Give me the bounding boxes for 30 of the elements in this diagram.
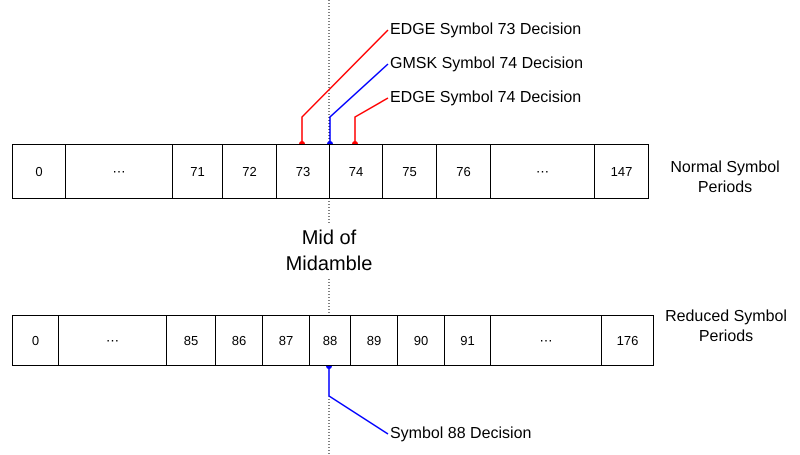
symbol-cell: 89 [350, 315, 398, 366]
callout-text: Symbol 88 Decision [390, 424, 532, 444]
symbol-cell: 76 [436, 144, 491, 199]
leader-line [327, 63, 388, 147]
symbol-cell: 86 [215, 315, 263, 366]
symbol-cell: 90 [397, 315, 445, 366]
symbol-cell: 176 [601, 315, 654, 366]
symbol-cell: 72 [222, 144, 277, 199]
symbol-cell: ⋯ [58, 315, 167, 366]
symbol-cell: 88 [309, 315, 351, 366]
symbol-cell: 71 [172, 144, 223, 199]
symbol-cell: 0 [12, 144, 66, 199]
symbol-cell: ⋯ [65, 144, 173, 199]
callout-text: EDGE Symbol 74 Decision [390, 88, 582, 108]
leader-line [299, 29, 389, 147]
row-label: Normal Symbol Periods [669, 158, 781, 198]
callout-text: EDGE Symbol 73 Decision [390, 20, 582, 40]
leader-line [352, 97, 388, 147]
row-label: Reduced Symbol Periods [664, 307, 788, 347]
symbol-cell: 85 [166, 315, 216, 366]
symbol-cell: 74 [329, 144, 383, 199]
symbol-cell: 87 [262, 315, 310, 366]
symbol-cell: 91 [444, 315, 491, 366]
symbol-cell: ⋯ [490, 144, 595, 199]
symbol-cell: 147 [594, 144, 649, 199]
callout-text: GMSK Symbol 74 Decision [390, 54, 583, 74]
symbol-cell: ⋯ [490, 315, 602, 366]
symbol-cell: 75 [382, 144, 437, 199]
symbol-cell: 73 [276, 144, 330, 199]
symbol-cell: 0 [12, 315, 59, 366]
